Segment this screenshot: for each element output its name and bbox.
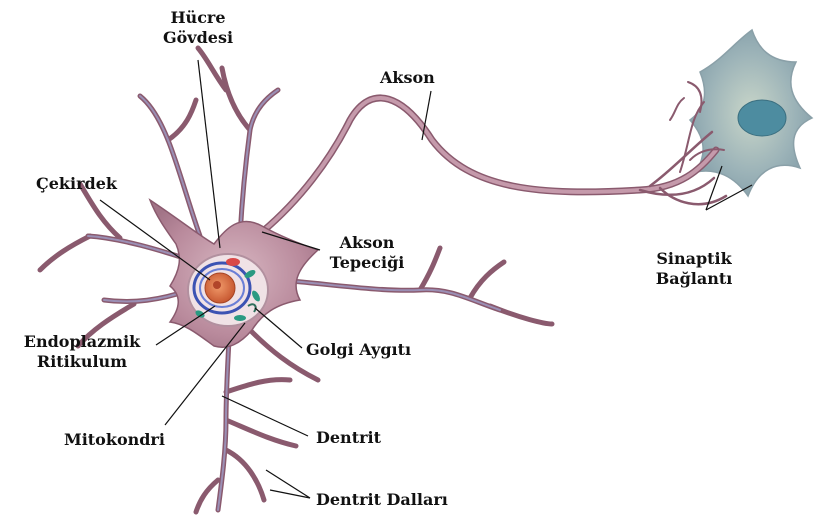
label-dendrite: Dentrit: [316, 428, 381, 448]
label-endoplasmic-reticulum: Endoplazmik Ritikulum: [14, 332, 150, 372]
label-golgi: Golgi Aygıtı: [306, 340, 411, 360]
nucleolus: [213, 281, 221, 289]
target-cell: [690, 30, 812, 196]
label-axon: Akson: [380, 68, 435, 88]
cell-body: [150, 200, 318, 347]
mitochondrion: [234, 315, 246, 321]
organelle-red: [226, 258, 240, 266]
label-cell-body: Hücre Gövdesi: [150, 8, 246, 48]
nucleus: [205, 273, 235, 303]
label-synaptic-connection: Sinaptik Bağlantı: [642, 249, 746, 289]
label-axon-hillock: Akson Tepeciği: [326, 233, 408, 273]
label-dendrite-branches: Dentrit Dalları: [316, 490, 448, 510]
target-nucleus: [738, 100, 786, 136]
axon: [262, 82, 726, 232]
label-nucleus: Çekirdek: [36, 174, 117, 194]
label-mitochondria: Mitokondri: [64, 430, 165, 450]
